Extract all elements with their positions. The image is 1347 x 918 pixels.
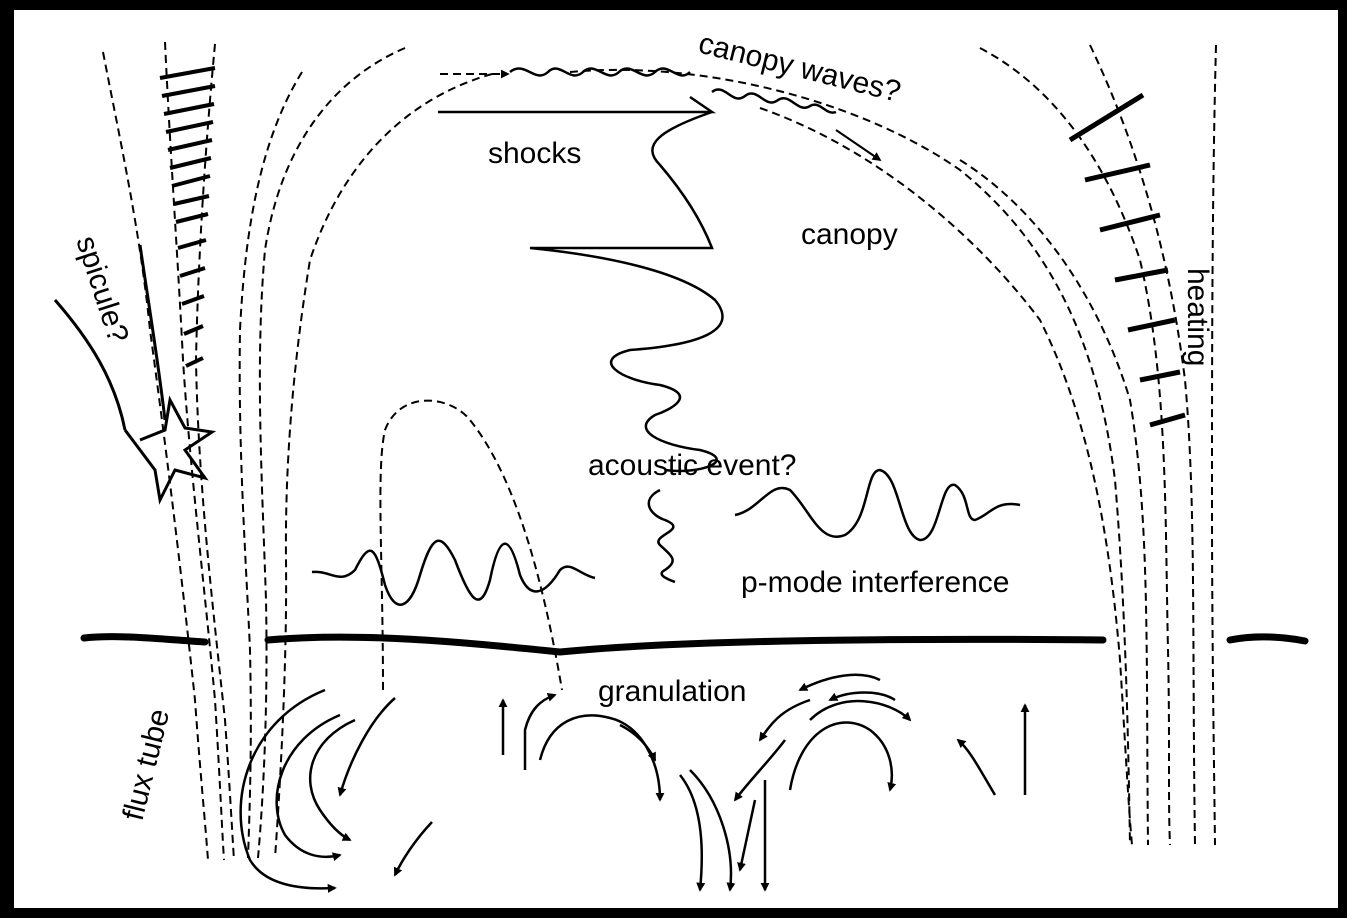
label-shocks: shocks (488, 137, 581, 170)
label-granulation: granulation (598, 675, 746, 708)
label-heating: heating (1181, 268, 1214, 366)
label-p-mode: p-mode interference (741, 566, 1009, 599)
label-canopy: canopy (801, 218, 898, 251)
label-acoustic-event: acoustic event? (588, 449, 796, 482)
